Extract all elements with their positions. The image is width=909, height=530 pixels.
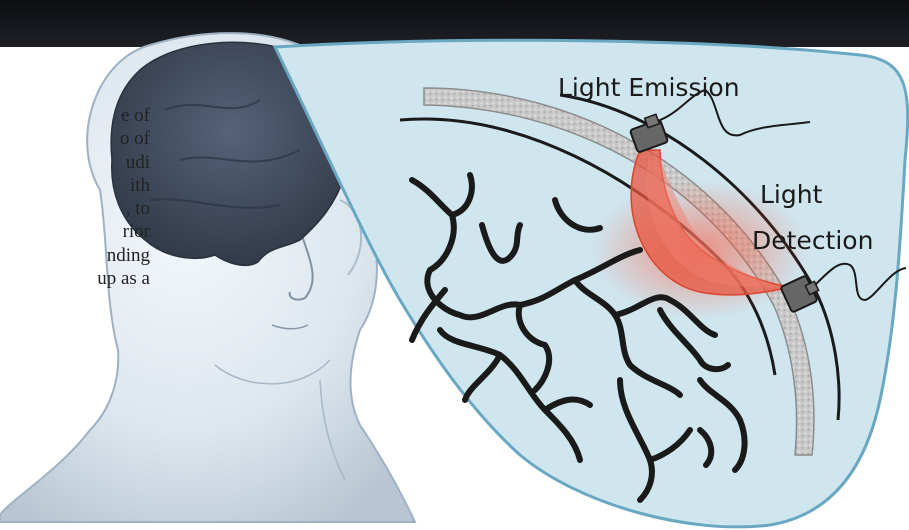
text-fragment: rior [0, 220, 150, 243]
light-detection-label-line2: Detection [752, 226, 873, 255]
text-fragment: nding [0, 244, 150, 267]
light-emission-label: Light Emission [558, 73, 740, 102]
text-fragment: o of [0, 127, 150, 150]
text-fragment: udi [0, 151, 150, 174]
text-fragment: e of [0, 104, 150, 127]
text-fragment: ith [0, 174, 150, 197]
partial-paragraph: e of o of udi ith , to rior nding up as … [0, 104, 150, 290]
text-fragment: , to [0, 197, 150, 220]
light-detection-label-line1: Light [760, 180, 822, 209]
text-fragment: up as a [0, 267, 150, 290]
